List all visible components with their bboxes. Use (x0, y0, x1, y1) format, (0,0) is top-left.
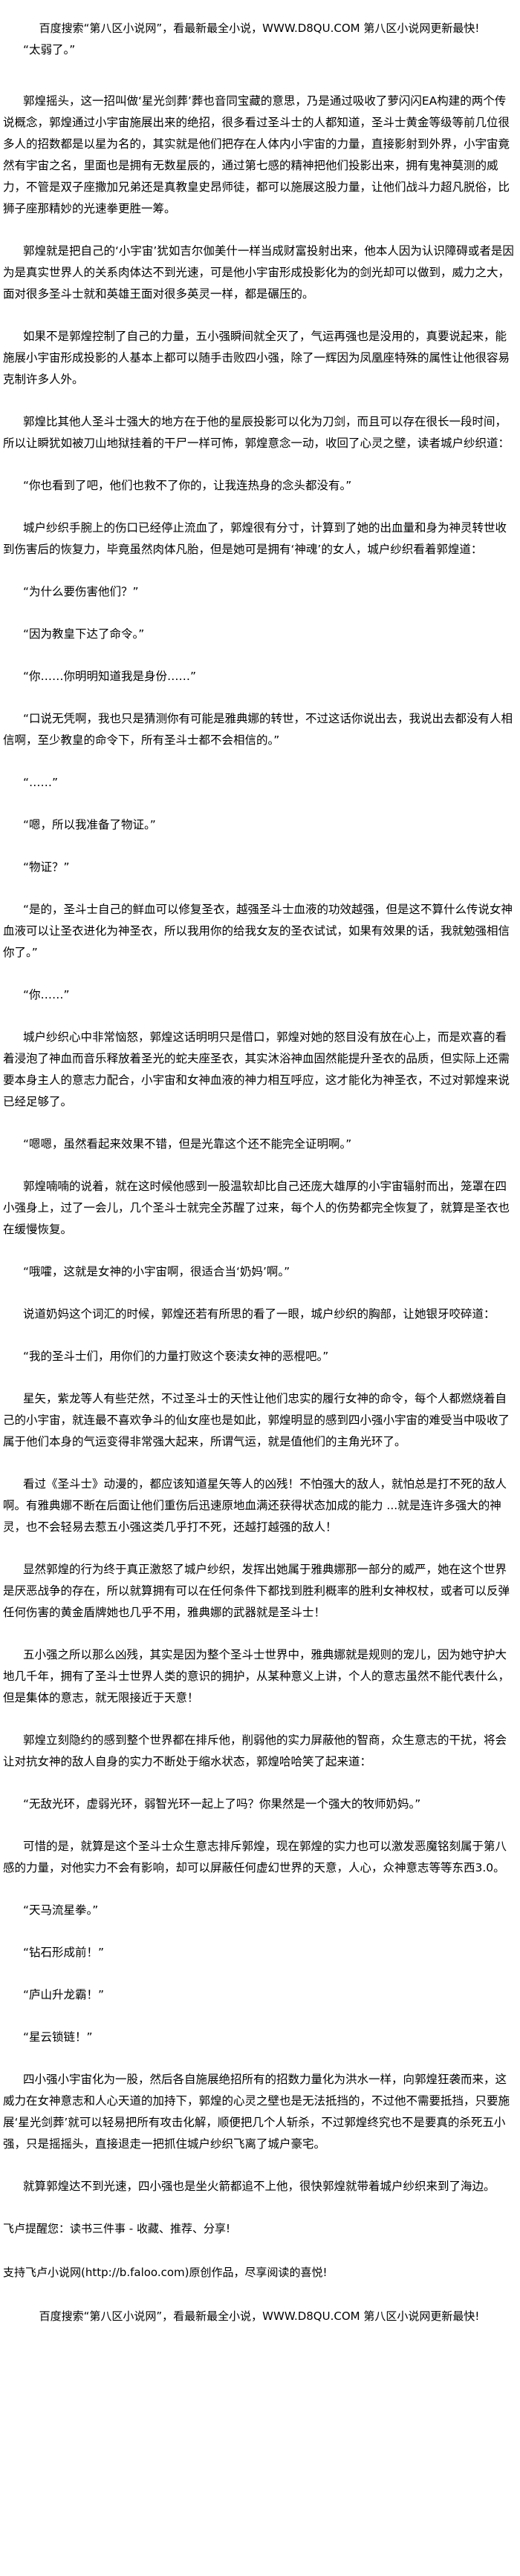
paragraph: “庐山升龙霸！” (23, 1988, 105, 2001)
footer: 飞卢提醒您：读书三件事 - 收藏、推荐、分享! 支持飞卢小说网(http://b… (3, 2218, 516, 2284)
paragraph: 看过《圣斗士》动漫的，都应该知道星矢等人的凶残！不怕强大的敌人，就怕总是打不死的… (3, 1477, 507, 1534)
paragraph: 城户纱织心中非常恼怒，郭煌这话明明只是借口，郭煌对她的怒目没有放在心上，而是欢喜… (3, 1030, 510, 1108)
paragraph: “你……” (23, 988, 70, 1001)
paragraph: “因为教皇下达了命令。” (23, 627, 145, 641)
paragraph: “嗯嗯，虽然看起来效果不错，但是光靠这个还不能完全证明啊。” (23, 1137, 352, 1151)
faloo-reminder: 飞卢提醒您：读书三件事 - 收藏、推荐、分享! (3, 2222, 230, 2235)
paragraph: 说道奶妈这个词汇的时候，郭煌还若有所思的看了一眼，城户纱织的胸部，让她银牙咬碎道… (23, 1307, 495, 1321)
paragraph: “我的圣斗士们，用你们的力量打败这个亵渎女神的恶棍吧。” (23, 1350, 329, 1363)
paragraph: “是的，圣斗士自己的鲜血可以修复圣衣，越强圣斗士血液的功效越强，但是这不算什么传… (3, 903, 513, 959)
paragraph: 郭煌立刻隐约的感到整个世界都在排斥他，削弱他的实力屏蔽他的智商，众生意志的干扰，… (3, 1733, 507, 1768)
paragraph: “你也看到了吧，他们也救不了你的，让我连热身的念头都没有。” (23, 479, 352, 492)
paragraph: “天马流星拳。” (23, 1903, 99, 1917)
chapter-body: “太弱了。” 郭煌摇头，这一招叫做‘星光剑葬’葬也音同宝藏的意思，乃是通过吸收了萝… (3, 39, 516, 2197)
paragraph: “钻石形成前！” (23, 1946, 105, 1959)
paragraph: 五小强之所以那么凶残，其实是因为整个圣斗士世界中，雅典娜就是规则的宠儿，因为她守… (3, 1648, 510, 1704)
paragraph: 就算郭煌达不到光速，四小强也是坐火箭都追不上他，很快郭煌就带着城户纱织来到了海边… (23, 2180, 495, 2193)
paragraph: “嗯，所以我准备了物证。” (23, 818, 156, 831)
paragraph: 城户纱织手腕上的伤口已经停止流血了，郭煌很有分寸，计算到了她的出血量和身为神灵转… (3, 521, 507, 556)
paragraph: “无敌光环，虚弱光环，弱智光环一起上了吗？你果然是一个强大的牧师奶妈。” (23, 1797, 421, 1811)
paragraph: 郭煌摇头，这一招叫做‘星光剑葬’葬也音同宝藏的意思，乃是通过吸收了萝闪闪EA构建… (3, 94, 510, 215)
paragraph: 四小强小宇宙化为一股，然后各自施展绝招所有的招数力量化为洪水一样，向郭煌狂袭而来… (3, 2073, 510, 2151)
site-banner-bottom: 百度搜索“第八区小说网”，看最新最全小说，WWW.D8QU.COM 第八区小说网… (39, 2309, 480, 2323)
paragraph: 如果不是郭煌控制了自己的力量，五小强瞬间就全灭了，气运再强也是没用的，真要说起来… (3, 330, 510, 386)
paragraph: “物证？” (23, 860, 70, 874)
paragraph: 郭煌就是把自己的‘小宇宙’犹如吉尔伽美什一样当成财富投射出来，他本人因为认识障碍… (3, 244, 514, 301)
paragraph: 郭煌比其他人圣斗士强大的地方在于他的星辰投影可以化为刀剑，而且可以存在很长一段时… (3, 415, 510, 450)
paragraph: “……” (23, 776, 59, 789)
site-banner-top: 百度搜索“第八区小说网”，看最新最全小说，WWW.D8QU.COM 第八区小说网… (39, 22, 480, 35)
paragraph: “星云锁链！” (23, 2030, 93, 2044)
paragraph: “太弱了。” (23, 43, 76, 56)
paragraph: 可惜的是，就算是这个圣斗士众生意志排斥郭煌，现在郭煌的实力也可以激发恶魔铭刻属于… (3, 1840, 507, 1874)
paragraph: “哦嚯，这就是女神的小宇宙啊，很适合当‘奶妈’啊。” (23, 1265, 290, 1278)
faloo-support-link[interactable]: 支持飞卢小说网(http://b.faloo.com)原创作品，尽享阅读的喜悦! (3, 2266, 328, 2279)
paragraph: “你……你明明知道我是身份……” (23, 670, 197, 683)
novel-page: 百度搜索“第八区小说网”，看最新最全小说，WWW.D8QU.COM 第八区小说网… (3, 22, 516, 2323)
paragraph: 显然郭煌的行为终于真正激怒了城户纱织，发挥出她属于雅典娜那一部分的威严，她在这个… (3, 1563, 510, 1619)
paragraph: “为什么要伤害他们？” (23, 585, 139, 598)
paragraph: “口说无凭啊，我也只是猜测你有可能是雅典娜的转世，不过这话你说出去，我说出去都没… (3, 712, 513, 747)
paragraph: 郭煌喃喃的说着，就在这时候他感到一股温软却比自己还庞大雄厚的小宇宙辐射而出，笼罩… (3, 1180, 510, 1236)
paragraph: 星矢，紫龙等人有些茫然，不过圣斗士的天性让他们忠实的履行女神的命令，每个人都燃烧… (3, 1392, 510, 1448)
